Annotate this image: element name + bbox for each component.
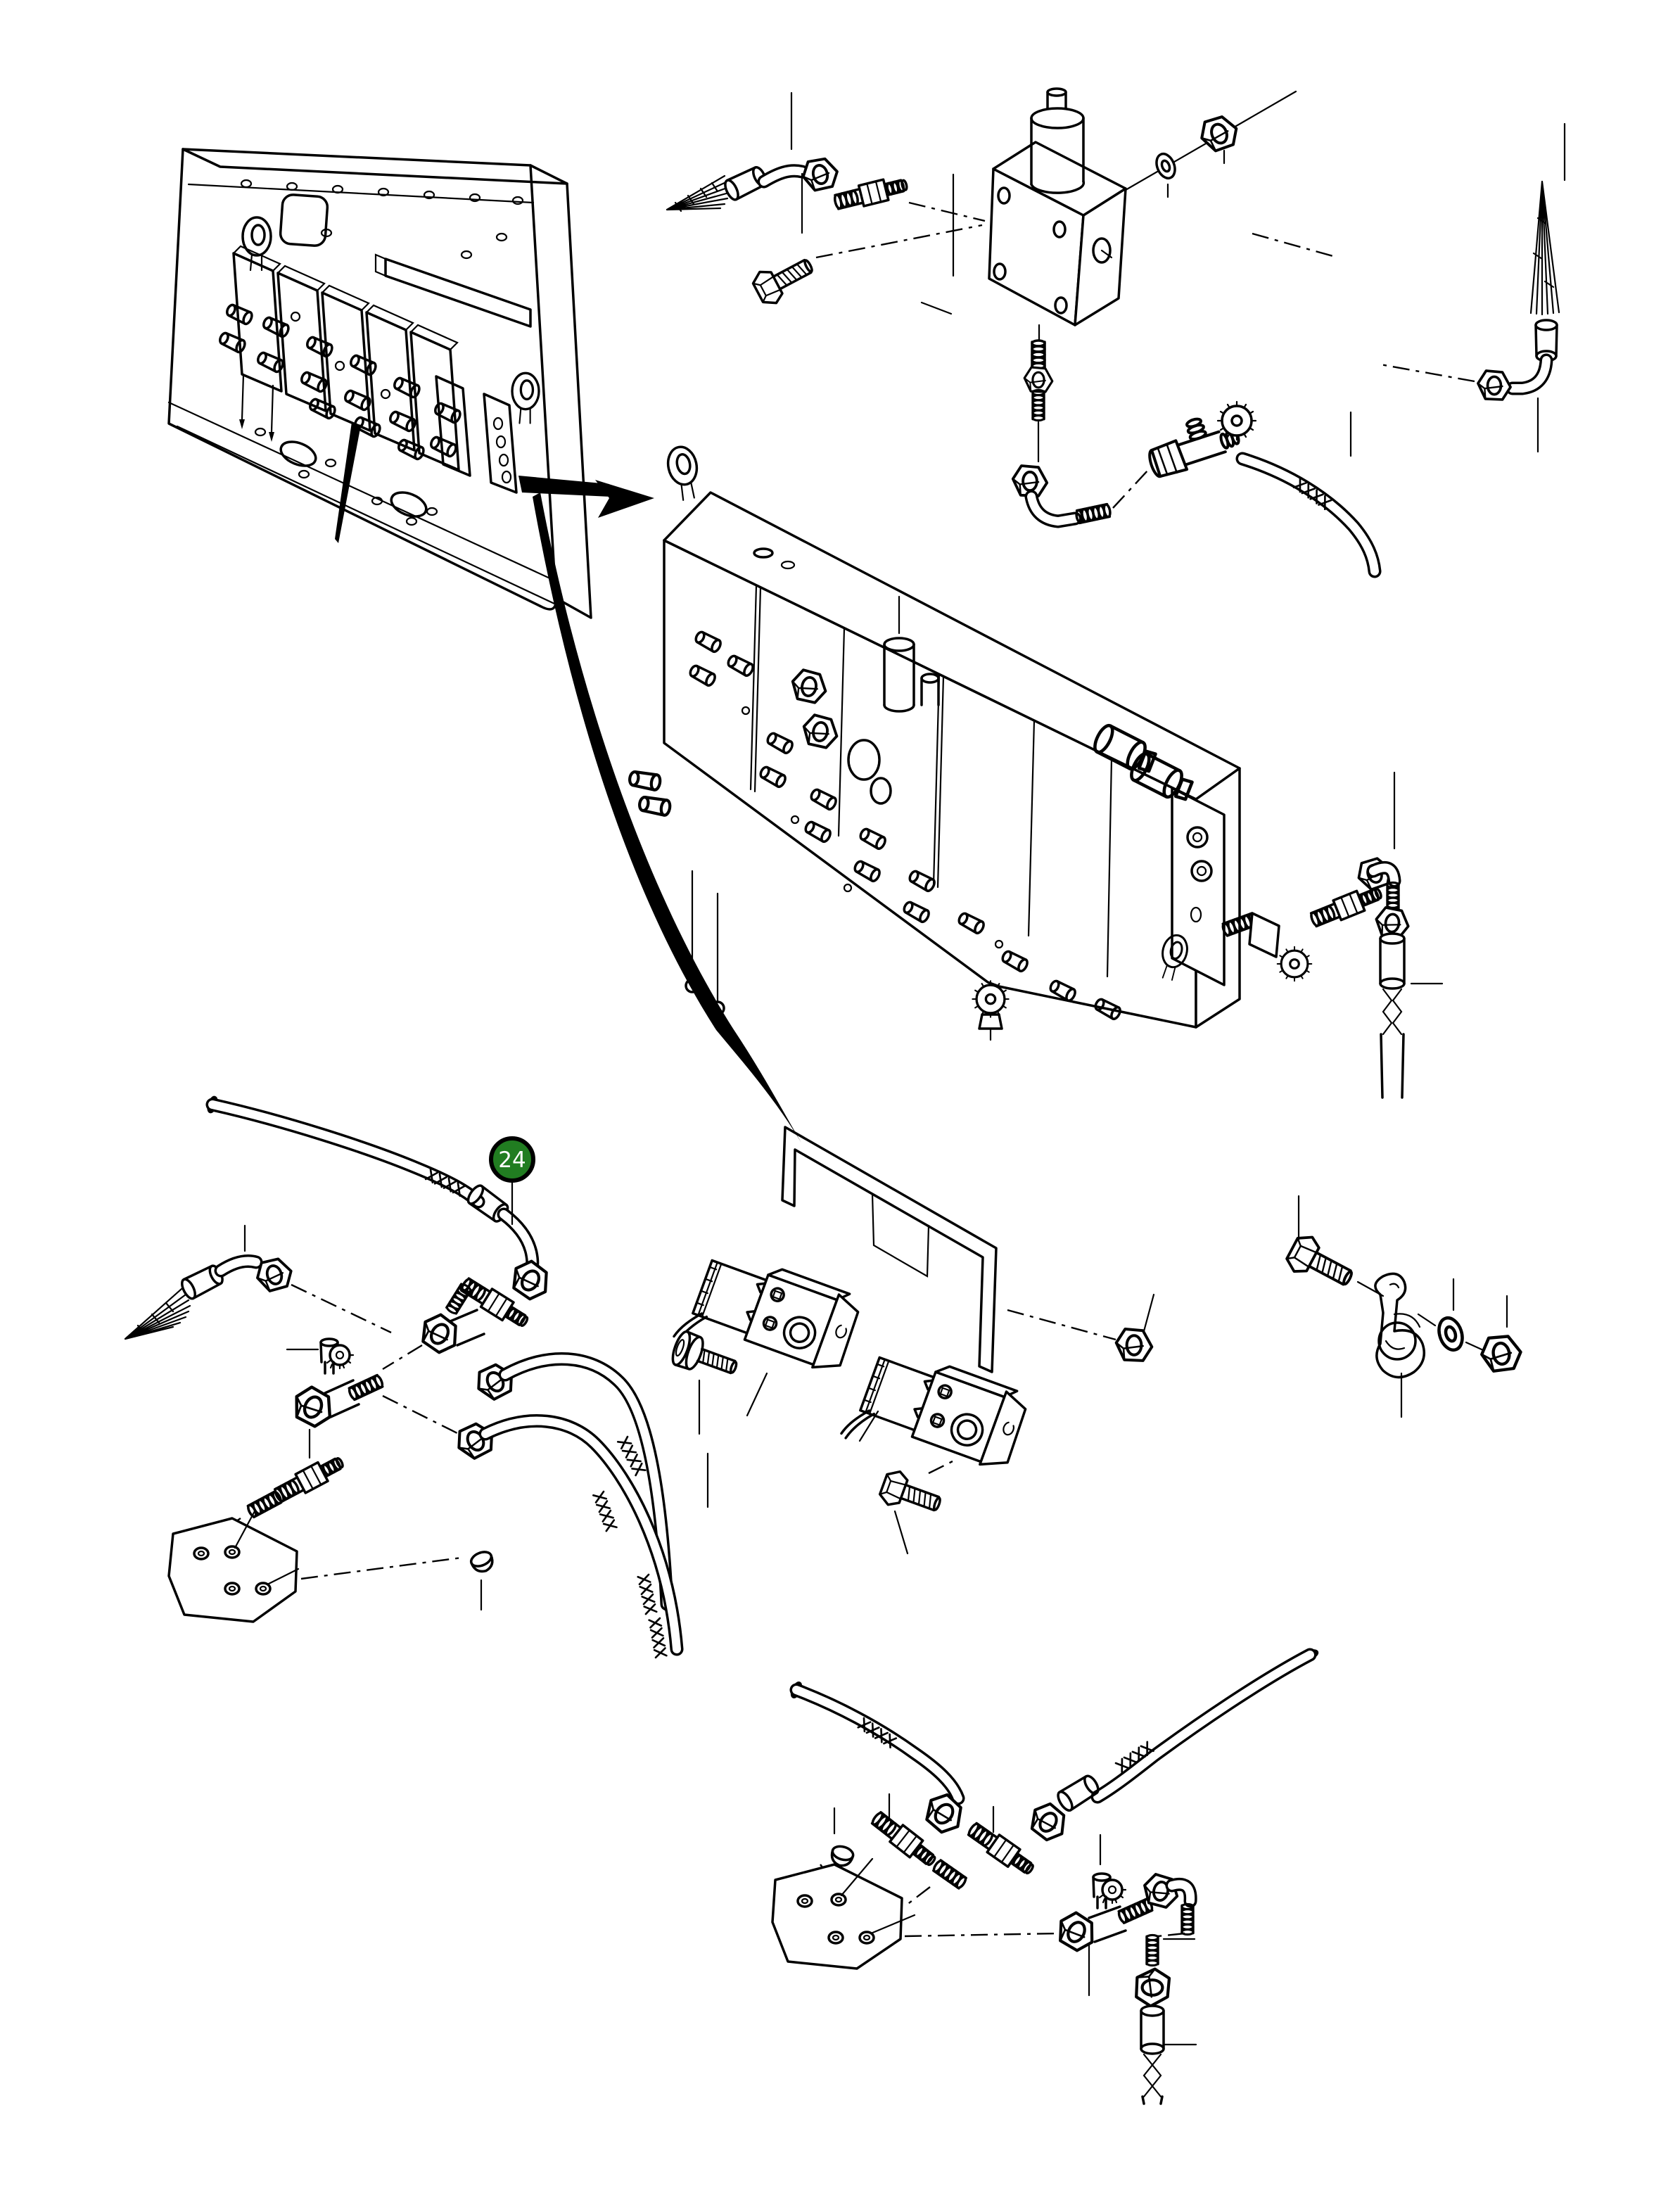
- stack-pins: [685, 870, 725, 1016]
- manifold-ports: [217, 301, 464, 462]
- hex-bolt-icon: [876, 1466, 947, 1523]
- panel-top-face: [182, 148, 568, 185]
- solenoid-bracket-group: [668, 1126, 1155, 1555]
- socket-screw-icon: [668, 1328, 743, 1386]
- test-point-tee: [286, 1337, 471, 1441]
- hose-24-assembly: [205, 1095, 555, 1371]
- hose-fitting-group-bottom: [771, 1648, 1319, 2105]
- lifting-eye-icon: [663, 443, 705, 503]
- panel-holes-bottom: [167, 401, 556, 605]
- panel-holes-top: [240, 179, 524, 260]
- lifting-eye-icon: [241, 216, 272, 272]
- stack-drain-plug: [971, 979, 1010, 1041]
- valve-block: [920, 87, 1127, 326]
- clamp-set: [1282, 1195, 1524, 1418]
- elbow-hose-down: [1136, 1871, 1197, 2105]
- callout-24[interactable]: 24: [489, 1136, 535, 1226]
- cap-plug-icon: [467, 1548, 497, 1577]
- hose-b1: [789, 1681, 969, 1893]
- hex-bolt-icon: [749, 248, 820, 310]
- hose-right-vertical: [1380, 122, 1566, 453]
- flange-nut-icon: [1479, 1333, 1524, 1374]
- hose-pair-right: [452, 1352, 709, 1659]
- panel-valve-manifold: [217, 245, 518, 494]
- callout-24-circle: [489, 1136, 535, 1183]
- stack-top-fittings: [753, 547, 1196, 805]
- mounting-plate: [167, 1517, 298, 1623]
- fittings-below-block: [1011, 324, 1382, 578]
- stack-front-fittings: [628, 628, 1124, 1022]
- hose-b2: [905, 1648, 1319, 1906]
- mounting-bracket: [781, 1126, 998, 1373]
- stack-outlet-chain: [1220, 771, 1444, 1099]
- washer-nut-set: [1124, 90, 1339, 259]
- test-point-tee-bottom: [904, 1833, 1155, 1997]
- mounting-panel: [167, 148, 801, 1143]
- panel-side-face: [529, 164, 592, 619]
- callout-24-label: 24: [498, 1148, 526, 1173]
- pressure-valve-block-group: [666, 87, 1566, 578]
- manifold-pins: [239, 373, 274, 442]
- solenoid-cap: [1030, 87, 1086, 194]
- valve-stack: [628, 443, 1444, 1099]
- leader-arrows: [335, 422, 801, 1143]
- lifting-eye-icon: [511, 371, 540, 425]
- loop-clamp: [1374, 1272, 1425, 1418]
- panel-rib: [374, 253, 532, 328]
- hose-end-left: [666, 91, 986, 222]
- solenoid-valve: [671, 1241, 866, 1397]
- stack-end-plate: [1155, 787, 1226, 986]
- hose-fitting-group-left: 24: [124, 1095, 709, 1659]
- panel-slot: [279, 193, 329, 247]
- hex-bolt-icon: [1282, 1230, 1361, 1298]
- hose-frayed-end: [124, 1224, 392, 1340]
- flange-nut: [1007, 1293, 1155, 1361]
- mounting-plate-bottom: [771, 1857, 916, 1970]
- washer-icon: [1435, 1315, 1466, 1353]
- fitting-row-to-plate: [167, 1428, 497, 1623]
